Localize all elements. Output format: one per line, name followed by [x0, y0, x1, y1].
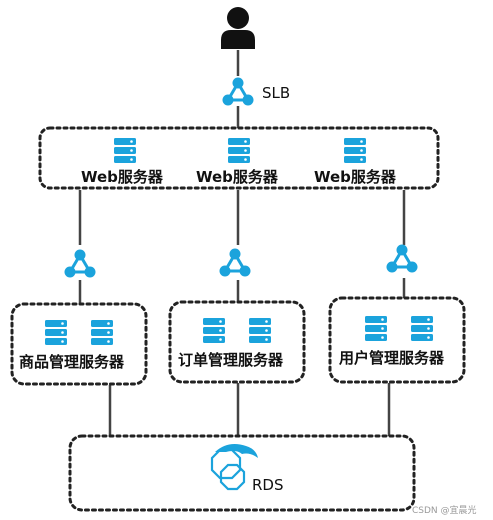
rds-label: RDS — [252, 476, 284, 494]
server-icon — [91, 320, 113, 345]
rds-dolphin-icon — [210, 444, 258, 491]
web-tier-box — [38, 126, 440, 190]
service-label-product: 商品管理服务器 — [19, 353, 125, 371]
connectors — [78, 50, 406, 436]
rds-box — [68, 434, 416, 512]
watermark: CSDN @宜晨光 — [412, 506, 477, 516]
user-icon — [221, 7, 255, 49]
slb-label: SLB — [262, 84, 291, 102]
load-balancer-icon — [221, 76, 255, 107]
server-icon — [365, 316, 387, 341]
service-box-user — [328, 296, 466, 384]
service-label-user: 用户管理服务器 — [339, 349, 445, 367]
server-icon — [344, 138, 366, 163]
web-server-label: Web服务器 — [314, 168, 396, 186]
server-icon — [114, 138, 136, 163]
load-balancer-icon — [63, 248, 97, 279]
load-balancer-icon — [218, 247, 252, 278]
service-box-product — [10, 302, 148, 386]
server-icon — [249, 318, 271, 343]
service-box-order — [168, 300, 306, 384]
server-icon — [45, 320, 67, 345]
load-balancer-icon — [385, 243, 419, 274]
web-server-label: Web服务器 — [81, 168, 163, 186]
server-icon — [228, 138, 250, 163]
web-server-label: Web服务器 — [196, 168, 278, 186]
server-icon — [411, 316, 433, 341]
service-label-order: 订单管理服务器 — [178, 351, 284, 369]
server-icon — [203, 318, 225, 343]
